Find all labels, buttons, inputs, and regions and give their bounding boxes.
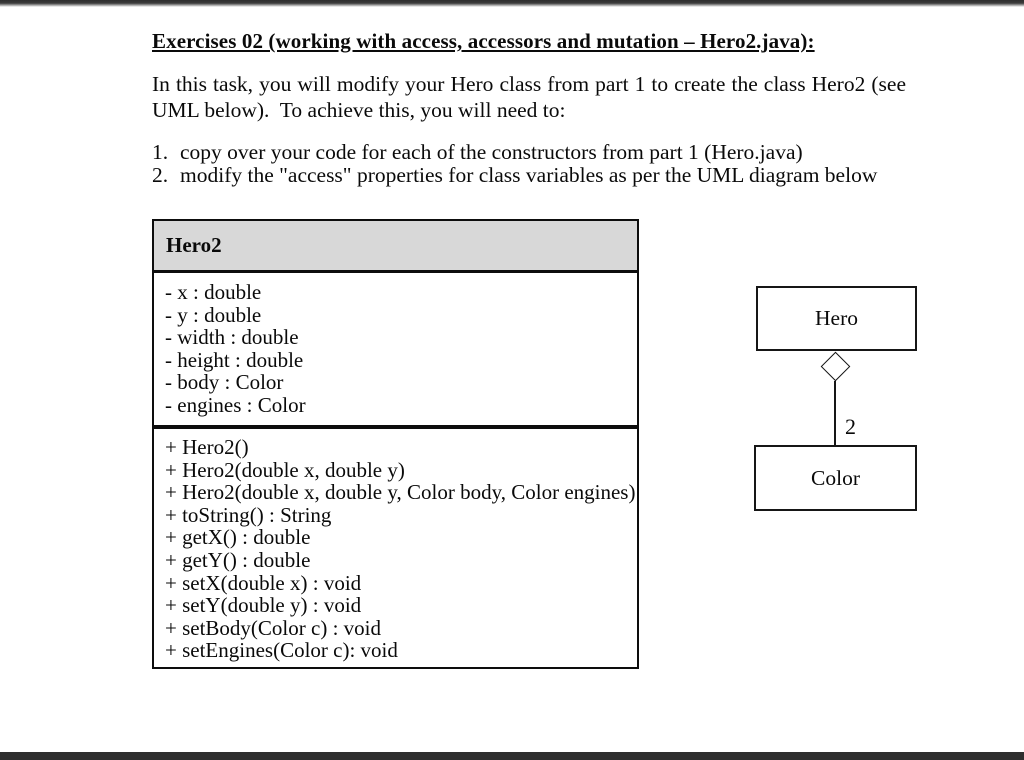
step-text: modify the "access" properties for class…	[180, 163, 878, 187]
color-class-label: Color	[811, 465, 860, 490]
uml-attribute: - body : Color	[165, 370, 284, 395]
uml-class-name: Hero2	[166, 233, 222, 257]
uml-method: + setBody(Color c) : void	[165, 615, 381, 640]
multiplicity-label: 2	[845, 414, 856, 439]
uml-attribute: - engines : Color	[165, 392, 306, 417]
intro-paragraph: In this task, you will modify your Hero …	[152, 72, 906, 123]
uml-methods-section: + Hero2() + Hero2(double x, double y) + …	[152, 427, 639, 669]
window-bottom-bar	[0, 752, 1024, 760]
uml-method: + setY(double y) : void	[165, 593, 362, 618]
uml-attribute: - y : double	[165, 302, 262, 327]
aggregation-diamond-icon	[820, 351, 851, 382]
uml-class-box-color: Color	[754, 445, 917, 511]
step-item-1: 1. copy over your code for each of the c…	[152, 141, 932, 164]
steps-list: 1. copy over your code for each of the c…	[152, 141, 932, 187]
hero-class-label: Hero	[815, 306, 858, 330]
step-number: 2.	[152, 163, 169, 187]
step-number: 1.	[152, 140, 169, 164]
step-item-2: 2. modify the "access" properties for cl…	[152, 164, 932, 187]
step-text: copy over your code for each of the cons…	[180, 140, 803, 164]
uml-method: + Hero2()	[165, 435, 249, 459]
uml-method: + setX(double x) : void	[165, 570, 362, 595]
uml-method: + setEngines(Color c): void	[165, 638, 398, 663]
uml-attribute: - x : double	[165, 280, 262, 304]
window-top-bar	[0, 0, 1024, 7]
uml-attribute: - height : double	[165, 347, 304, 372]
uml-method: + getY() : double	[165, 547, 311, 572]
exercise-title: Exercises 02 (working with access, acces…	[152, 29, 815, 53]
uml-class-box-hero2: Hero2 - x : double - y : double - width …	[152, 219, 639, 669]
uml-method: + Hero2(double x, double y, Color body, …	[165, 480, 636, 505]
uml-class-box-hero: Hero	[756, 286, 917, 351]
uml-attribute: - width : double	[165, 325, 299, 350]
association-line	[834, 381, 836, 445]
uml-method: + Hero2(double x, double y)	[165, 457, 405, 482]
uml-method: + getX() : double	[165, 525, 311, 550]
uml-class-header: Hero2	[152, 219, 639, 273]
intro-line-1: In this task, you will modify your Hero …	[152, 72, 906, 96]
uml-attributes-section: - x : double - y : double - width : doub…	[152, 273, 639, 427]
intro-line-2: UML below). To achieve this, you will ne…	[152, 97, 566, 122]
uml-method: + toString() : String	[165, 502, 332, 527]
